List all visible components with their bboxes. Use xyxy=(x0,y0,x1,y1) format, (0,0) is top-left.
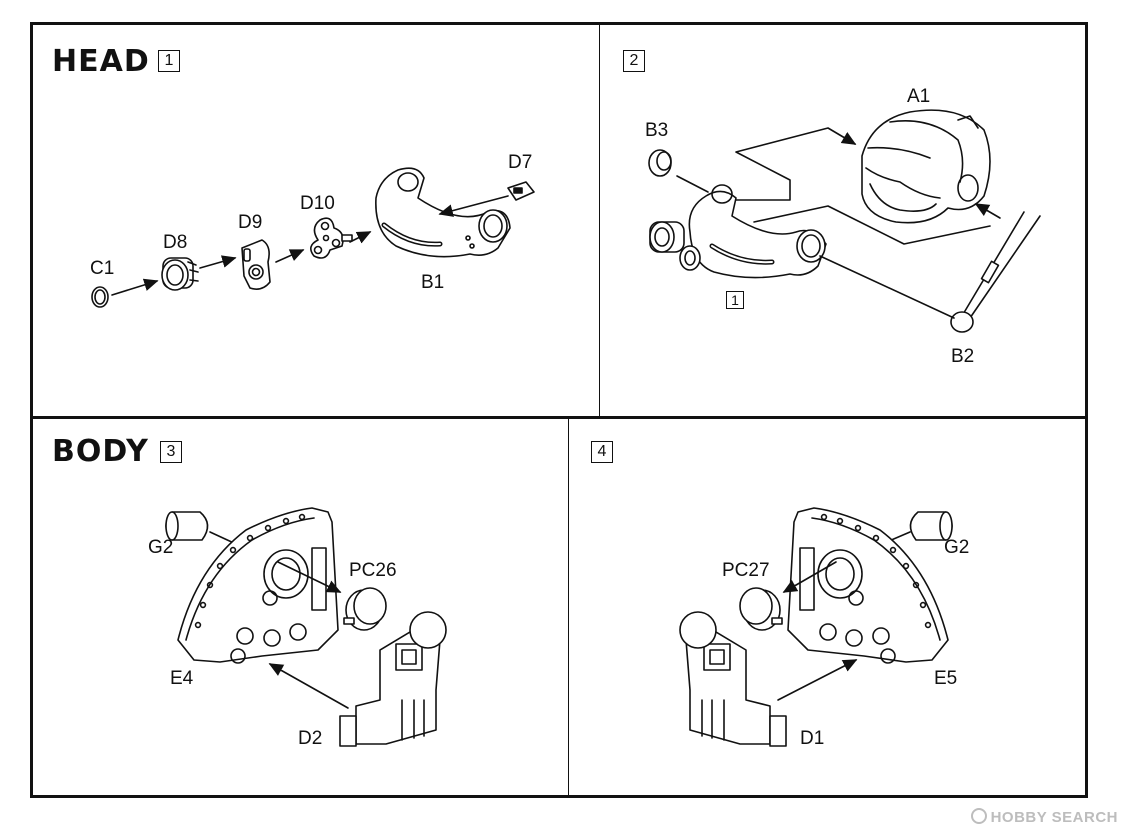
label-pc27: PC27 xyxy=(722,560,770,581)
step-number-1: 1 xyxy=(158,50,180,72)
label-g2-right: G2 xyxy=(944,537,970,558)
section-title-head: HEAD xyxy=(52,44,150,79)
step-number-2: 2 xyxy=(623,50,645,72)
watermark: HOBBY SEARCH xyxy=(970,808,1118,826)
subassembly-ref-1: 1 xyxy=(726,291,744,309)
watermark-text: HOBBY SEARCH xyxy=(990,809,1118,826)
label-b2: B2 xyxy=(951,346,975,367)
label-c1: C1 xyxy=(90,258,115,279)
label-e5: E5 xyxy=(934,668,958,689)
label-pc26: PC26 xyxy=(349,560,397,581)
horizontal-divider xyxy=(33,416,1085,419)
bottom-vertical-divider xyxy=(568,419,569,795)
step-number-4: 4 xyxy=(591,441,613,463)
hobby-search-logo-icon xyxy=(970,808,987,824)
label-d1: D1 xyxy=(800,728,825,749)
label-e4: E4 xyxy=(170,668,194,689)
label-b3: B3 xyxy=(645,120,669,141)
label-d9: D9 xyxy=(238,212,263,233)
label-d8: D8 xyxy=(163,232,188,253)
section-title-body: BODY xyxy=(52,434,149,469)
step-number-3: 3 xyxy=(160,441,182,463)
label-g2-left: G2 xyxy=(148,537,174,558)
label-d2: D2 xyxy=(298,728,323,749)
label-b1: B1 xyxy=(421,272,445,293)
top-vertical-divider xyxy=(599,25,600,416)
label-d10: D10 xyxy=(300,193,335,214)
label-a1: A1 xyxy=(907,86,931,107)
label-d7: D7 xyxy=(508,152,533,173)
